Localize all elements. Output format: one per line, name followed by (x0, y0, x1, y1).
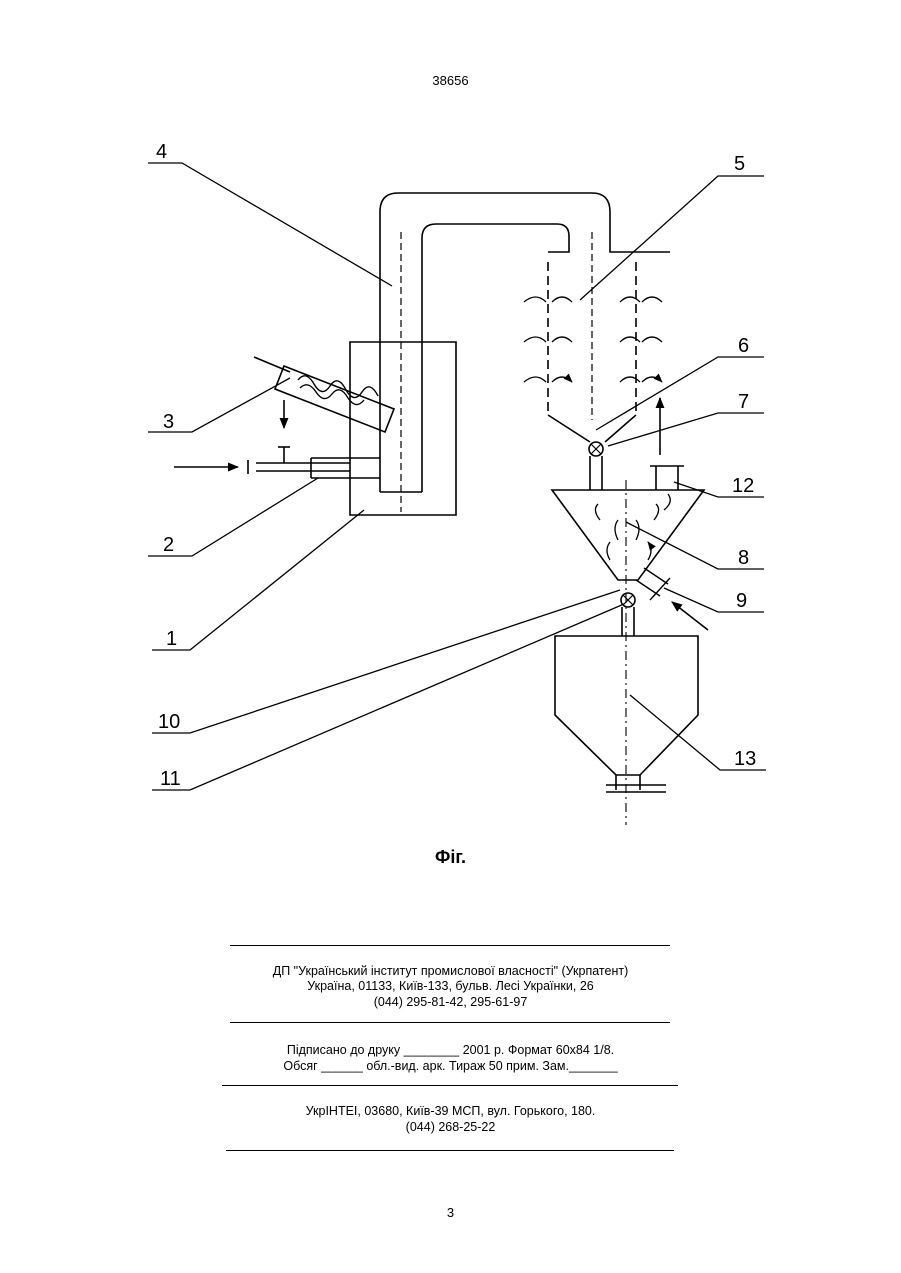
inlet-9 (636, 568, 670, 600)
label-10: 10 (158, 711, 180, 733)
patent-figure-drawing: 4 3 2 1 10 11 5 6 7 12 8 9 13 (140, 130, 780, 830)
leader-lines (148, 163, 766, 790)
volume-line: Обсяг ______ обл.-вид. арк. Тираж 50 при… (0, 1059, 901, 1075)
outlet-12 (650, 466, 684, 490)
label-1: 1 (166, 628, 177, 650)
publisher-phone: (044) 295-81-42, 295-61-97 (0, 995, 901, 1011)
divider (230, 1022, 670, 1023)
vessel-1 (350, 342, 456, 515)
label-8: 8 (738, 547, 749, 569)
screw-feeder-3 (254, 357, 394, 432)
page-number: 3 (0, 1205, 901, 1220)
divider (230, 945, 670, 946)
publisher-name: ДП "Український інститут промислової вла… (0, 964, 901, 980)
feed-pipe-2 (174, 400, 380, 478)
cone-8 (552, 490, 704, 580)
label-11: 11 (160, 768, 181, 790)
label-6: 6 (738, 335, 749, 357)
figure-caption: Фіг. (0, 847, 901, 868)
divider (226, 1150, 674, 1151)
chamber-5 (524, 232, 662, 442)
label-13: 13 (734, 748, 756, 770)
label-5: 5 (734, 153, 745, 175)
label-12: 12 (732, 475, 754, 497)
document-number: 38656 (0, 73, 901, 88)
signed-line: Підписано до друку ________ 2001 р. Форм… (0, 1043, 901, 1059)
label-3: 3 (163, 411, 174, 433)
publisher-address: Україна, 01133, Київ-133, бульв. Лесі Ук… (0, 979, 901, 995)
label-9: 9 (736, 590, 747, 612)
label-7: 7 (738, 391, 749, 413)
divider (222, 1085, 678, 1086)
label-4: 4 (156, 141, 167, 163)
label-2: 2 (163, 534, 174, 556)
printer-line: УкрІНТЕІ, 03680, Київ-39 МСП, вул. Горьк… (0, 1104, 901, 1120)
printer-phone: (044) 268-25-22 (0, 1120, 901, 1136)
